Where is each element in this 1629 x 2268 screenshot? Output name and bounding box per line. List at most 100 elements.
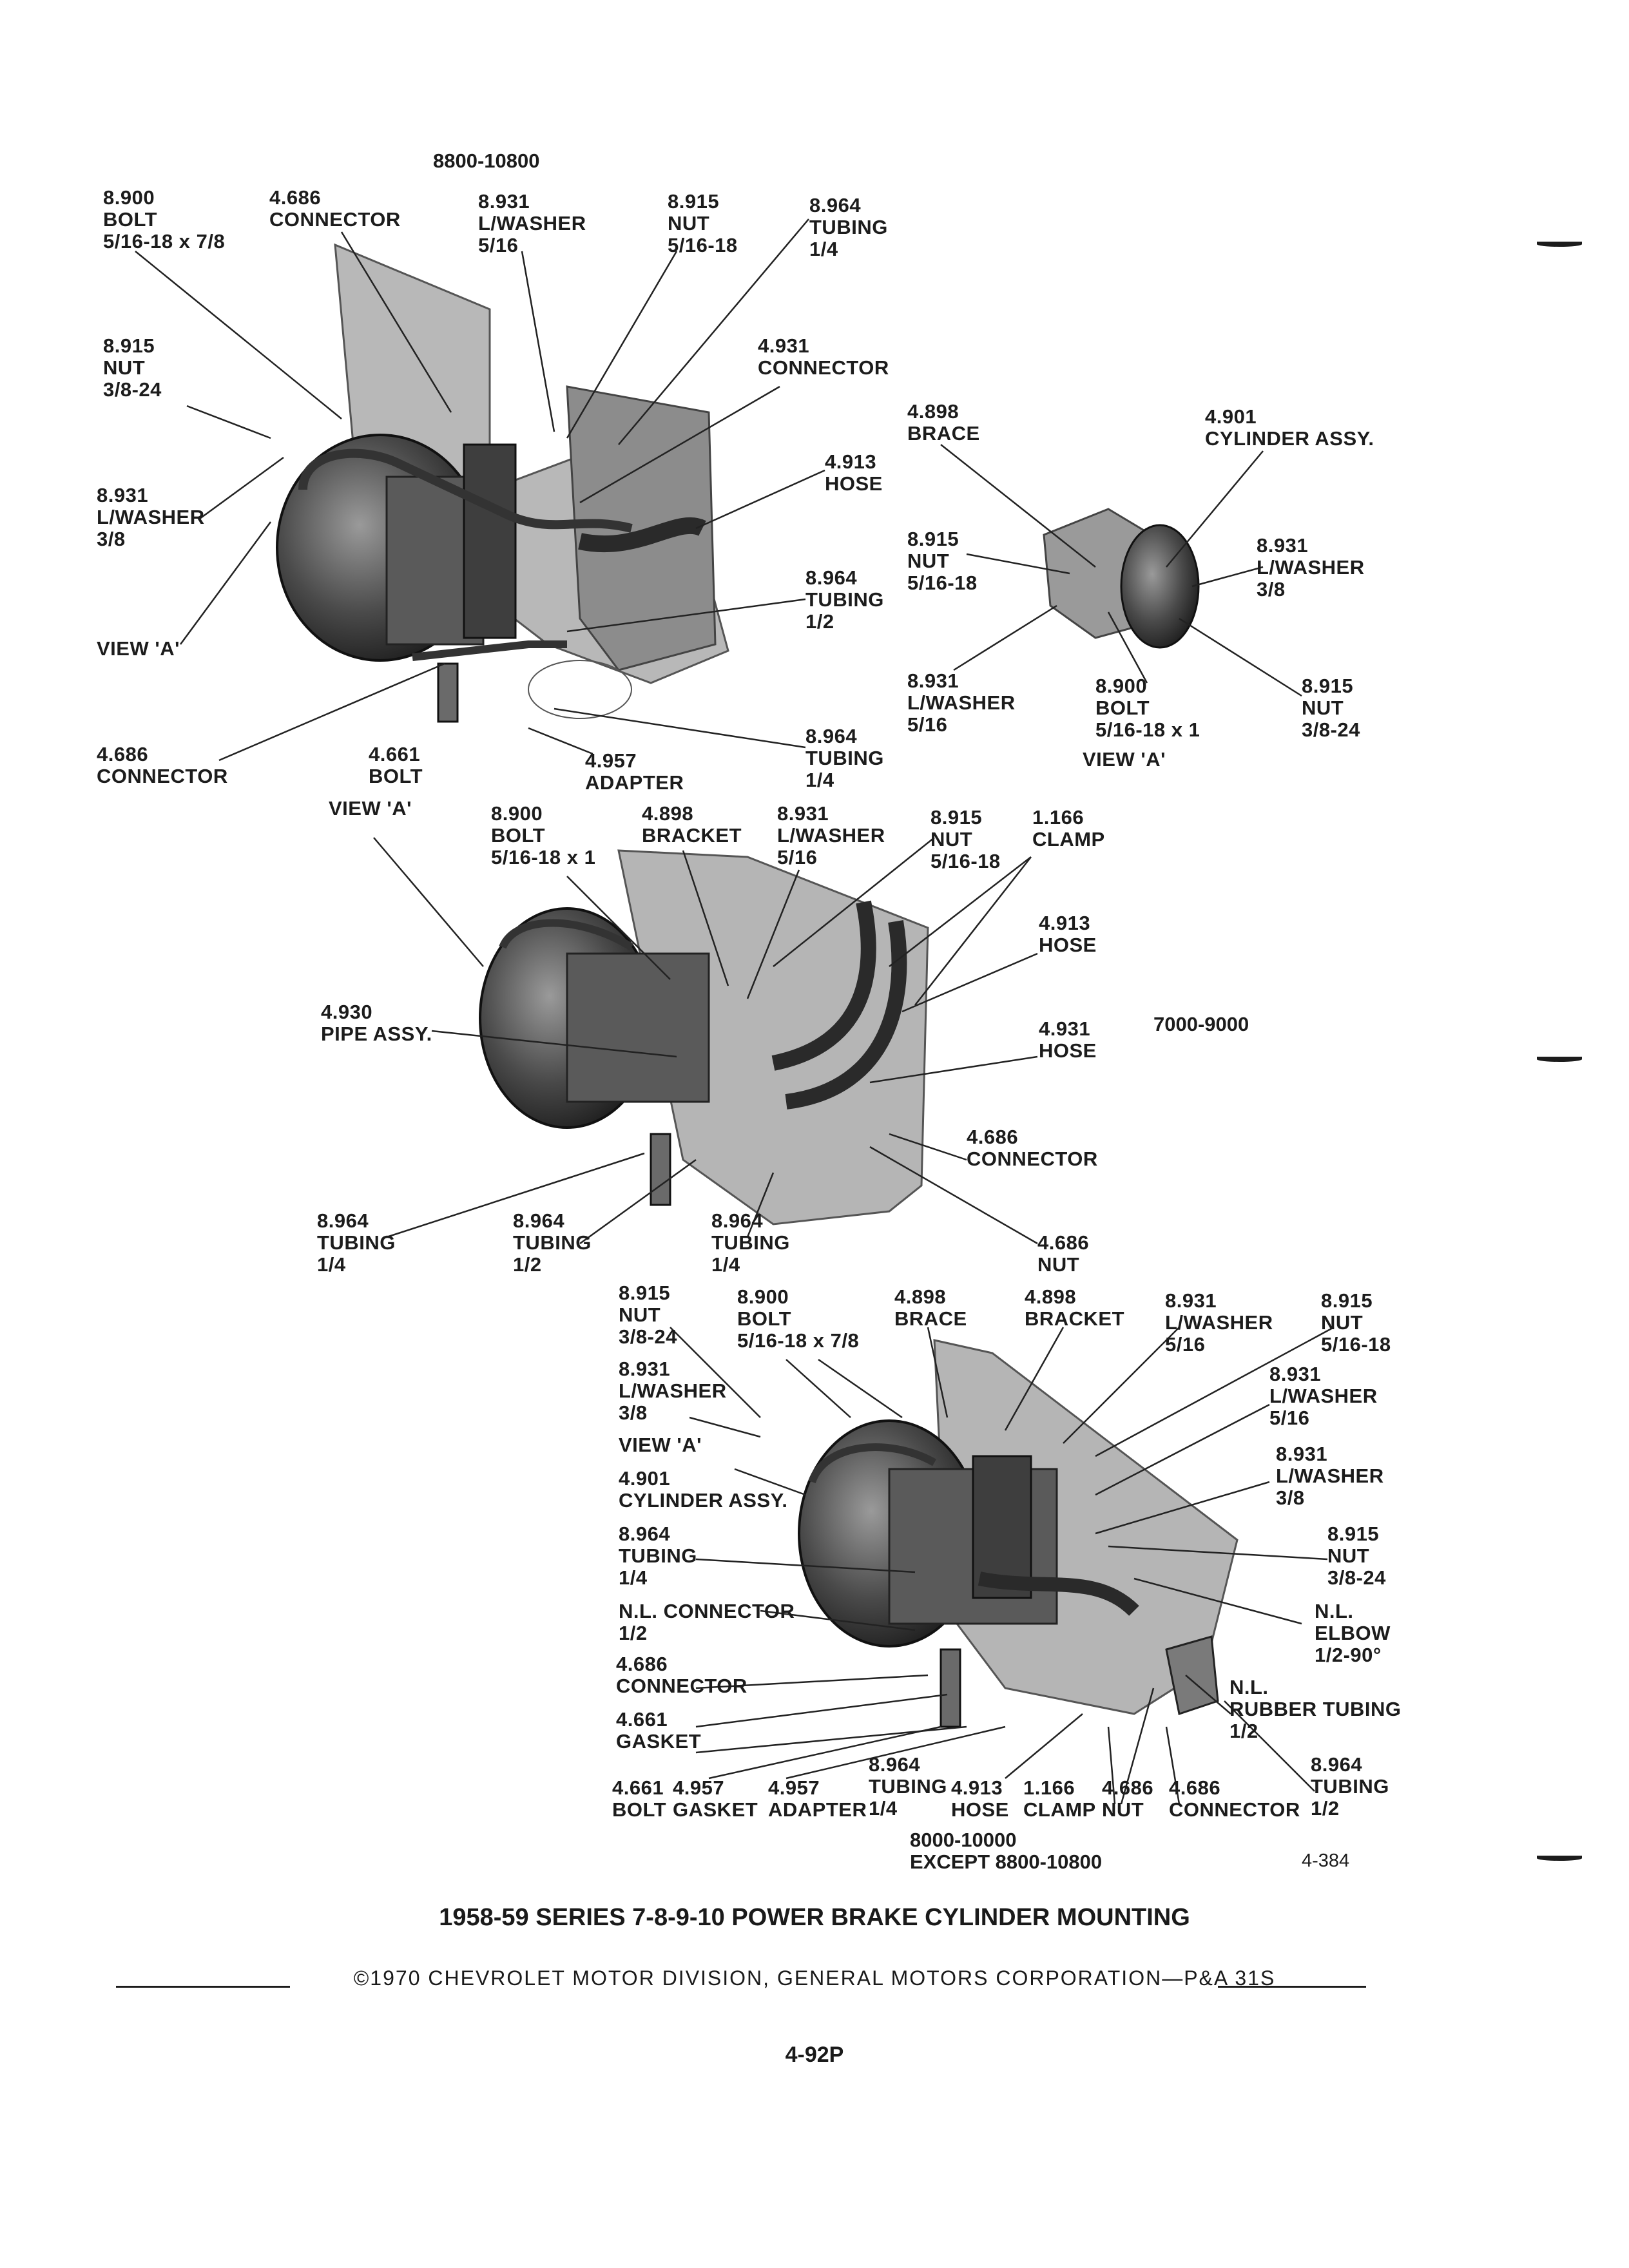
middle-connector	[650, 1133, 671, 1206]
middle-firewall	[617, 849, 929, 1225]
label-middle-nut-line-2: NUT	[930, 828, 973, 850]
label-bottom-bracket-line-2: BRACKET	[1025, 1307, 1125, 1330]
binder-mark-3	[1537, 1856, 1582, 1861]
label-bottom-nut-c-line-1: 8.915	[1327, 1523, 1380, 1545]
label-bottom-nl-elbow-line-2: ELBOW	[1315, 1622, 1391, 1644]
label-top-nut-b-line-1: 8.915	[103, 334, 155, 357]
label-bottom-lwasher-a-line-3: 5/16	[1165, 1333, 1206, 1356]
label-bottom-cylinder-line-2: CYLINDER ASSY.	[619, 1489, 788, 1512]
label-bottom-connector-b-line-2: CONNECTOR	[1169, 1798, 1300, 1821]
label-bottom-lwasher-c-line-2: L/WASHER	[1269, 1385, 1378, 1407]
label-bottom-nl-elbow-line-3: 1/2-90°	[1315, 1644, 1382, 1666]
section-header-top: 8800-10800	[433, 149, 540, 172]
label-bottom-nut-a-line-3: 3/8-24	[619, 1325, 677, 1348]
label-middle-nut-line-3: 5/16-18	[930, 850, 1001, 872]
label-view-bolt-line-1: 8.900	[1095, 675, 1148, 697]
label-top-lwasher-b-line-3: 3/8	[97, 528, 126, 550]
label-middle-nut-b-line-2: NUT	[1037, 1253, 1080, 1276]
label-bottom-nl-rubber-line-2: RUBBER TUBING	[1229, 1698, 1402, 1720]
label-bottom-connector-b-line-1: 4.686	[1169, 1776, 1221, 1799]
label-top-tubing-c-line-1: 8.964	[805, 725, 858, 747]
label-view-lwasher-b-line-2: L/WASHER	[907, 691, 1016, 714]
label-bottom-adapter-line-1: 4.957	[768, 1776, 820, 1799]
label-top-adapter-a-line-2: ADAPTER	[585, 771, 684, 794]
label-bottom-bolt-line-1: 8.900	[737, 1285, 789, 1308]
label-view-lwasher-b-line-3: 5/16	[907, 713, 948, 736]
label-top-connector-b-line-2: CONNECTOR	[758, 356, 889, 379]
label-top-adapter-a-line-1: 4.957	[585, 749, 637, 772]
label-middle-bolt-line-2: BOLT	[491, 824, 546, 847]
label-top-connector-b-line-1: 4.931	[758, 334, 810, 357]
label-top-tubing-a-line-1: 8.964	[809, 194, 862, 216]
label-top-tubing-c-line-2: TUBING	[805, 747, 884, 769]
label-view-lwasher-a-line-1: 8.931	[1257, 534, 1309, 557]
label-top-tubing-a-line-3: 1/4	[809, 238, 838, 260]
middle-assembly-drawing	[479, 849, 929, 1225]
label-top-hose-a-line-1: 4.913	[825, 450, 877, 473]
label-view-nut-b-line-1: 8.915	[1302, 675, 1354, 697]
label-top-hose-a-line-2: HOSE	[825, 472, 883, 495]
vertical-bracket	[463, 443, 517, 639]
label-middle-hose-b-line-1: 4.931	[1039, 1017, 1091, 1040]
label-bottom-lwasher-b-line-2: L/WASHER	[619, 1379, 727, 1402]
label-view-caption: VIEW 'A'	[1083, 749, 1166, 771]
label-bottom-nut-b-line-3: 5/16-18	[1321, 1333, 1391, 1356]
label-top-nut-a-line-1: 8.915	[668, 190, 720, 213]
middle-hose-a	[771, 900, 876, 1071]
label-top-tubing-a-line-2: TUBING	[809, 216, 888, 238]
label-top-lwasher-a-line-3: 5/16	[478, 234, 519, 256]
label-top-bolt-a-line-2: BOLT	[103, 208, 158, 231]
top-tubing	[298, 448, 633, 533]
label-bottom-nut-b-line-2: NUT	[1321, 1311, 1364, 1334]
label-bottom-gasket-b-line-1: 4.957	[673, 1776, 725, 1799]
page-title: 1958-59 SERIES 7-8-9-10 POWER BRAKE CYLI…	[439, 1904, 1190, 1931]
label-view-lwasher-a-line-2: L/WASHER	[1257, 556, 1365, 579]
label-middle-view-a-line-1: VIEW 'A'	[329, 797, 412, 820]
label-bottom-bolt-line-2: BOLT	[737, 1307, 792, 1330]
label-middle-clamp-line-2: CLAMP	[1032, 828, 1105, 850]
label-middle-tubing-c-line-3: 1/4	[711, 1253, 740, 1276]
label-bottom-bolt-b-line-1: 4.661	[612, 1776, 664, 1799]
label-bottom-lwasher-d-line-3: 3/8	[1276, 1486, 1305, 1509]
label-bottom-nut-b-line-1: 8.915	[1321, 1289, 1373, 1312]
label-middle-bolt-line-3: 5/16-18 x 1	[491, 846, 596, 869]
label-bottom-clamp-line-1: 1.166	[1023, 1776, 1075, 1799]
label-bottom-lwasher-a-line-2: L/WASHER	[1165, 1311, 1273, 1334]
label-middle-tubing-b-line-2: TUBING	[513, 1231, 592, 1254]
label-middle-bolt-line-1: 8.900	[491, 802, 543, 825]
label-bottom-connector-a-line-1: 4.686	[616, 1653, 668, 1675]
label-middle-lwasher-line-2: L/WASHER	[777, 824, 885, 847]
label-bottom-lwasher-c-line-3: 5/16	[1269, 1407, 1310, 1429]
label-middle-lwasher-line-1: 8.931	[777, 802, 829, 825]
label-bottom-bolt-line-3: 5/16-18 x 7/8	[737, 1329, 860, 1352]
label-top-tubing-c-line-3: 1/4	[805, 769, 834, 791]
label-bottom-tubing-b-line-3: 1/4	[869, 1797, 898, 1820]
label-bottom-nl-connector-line-2: 1/2	[619, 1622, 648, 1644]
label-top-lwasher-a-line-1: 8.931	[478, 190, 530, 213]
label-bottom-tubing-c-line-3: 1/2	[1311, 1797, 1340, 1820]
label-bottom-brace-line-2: BRACE	[894, 1307, 967, 1330]
